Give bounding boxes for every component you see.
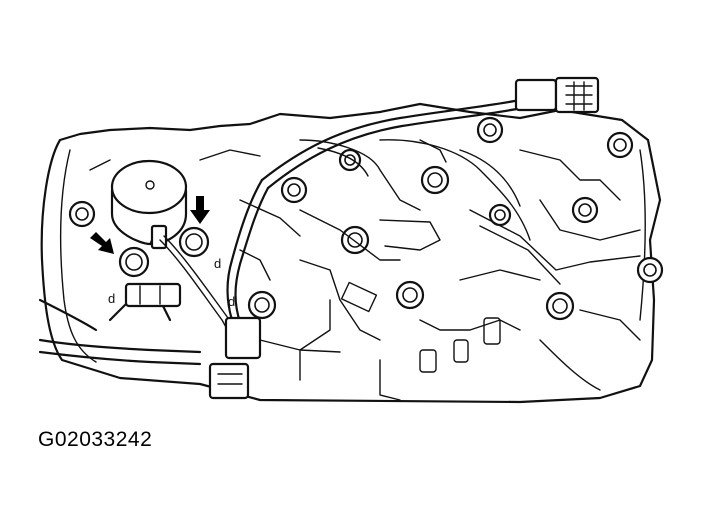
mounting-bolt-right	[178, 226, 210, 258]
solenoid	[110, 159, 188, 250]
lower-harness	[38, 282, 262, 400]
svg-text:d: d	[228, 294, 235, 309]
valve-body-illustration: d d d	[38, 76, 664, 404]
figure-code: G02033242	[38, 428, 153, 451]
harness-connector	[514, 76, 600, 114]
valve-body-passages	[89, 139, 641, 401]
arrow-pointer-right-bolt	[190, 196, 210, 224]
svg-text:d: d	[108, 291, 115, 306]
valve-body-bolts	[68, 116, 664, 321]
svg-text:d: d	[214, 256, 221, 271]
arrow-pointer-left-bolt	[90, 232, 114, 254]
mounting-bolt-left	[118, 246, 150, 278]
casting-marks: d d d	[108, 256, 235, 309]
wire-harness	[226, 98, 524, 324]
